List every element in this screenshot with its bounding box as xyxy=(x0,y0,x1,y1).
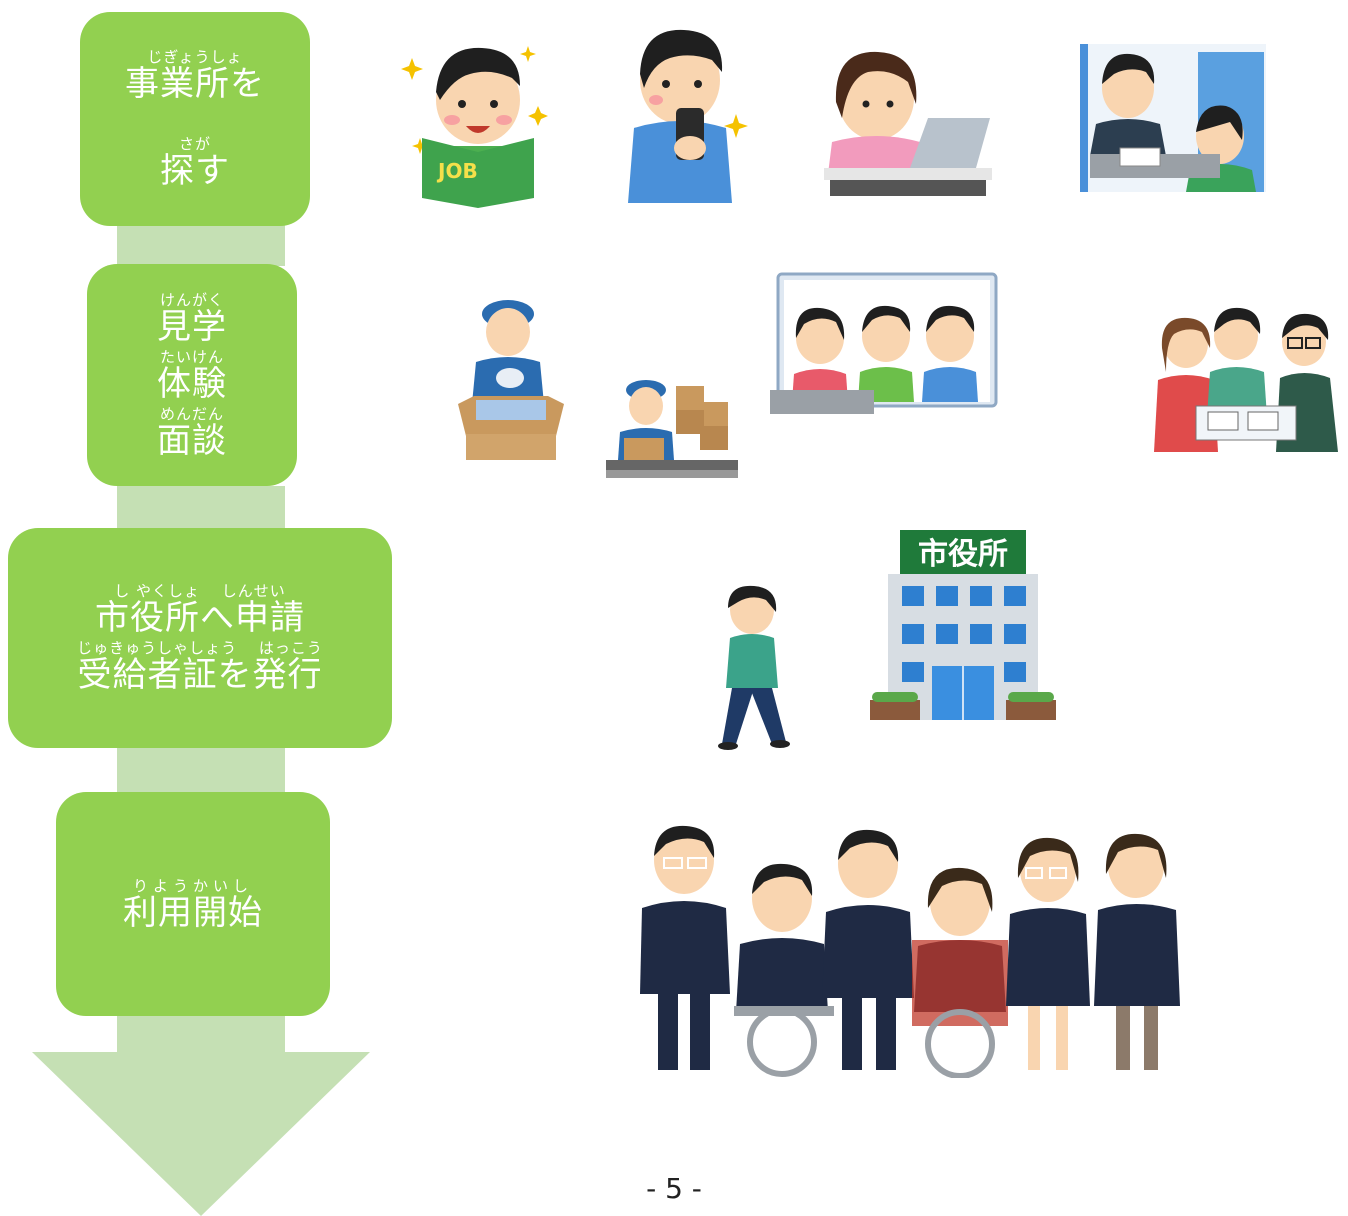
step-2-line-3: めんだん 面談 xyxy=(157,404,227,461)
step-3-line-1: し やくしょ しんせい 市役所へ申請 xyxy=(95,582,305,638)
step-2-text: 見学 xyxy=(157,306,227,347)
step-visit-trial-interview: けんがく 見学 たいけん 体験 めんだん 面談 xyxy=(87,264,297,486)
city-hall-building-illustration: 市役所 xyxy=(870,530,1056,720)
step-2-line-1: けんがく 見学 xyxy=(157,290,227,347)
step-1-text: 事業所を xyxy=(125,64,265,104)
step-1-text: 探す xyxy=(160,151,230,191)
step-2-text: 面談 xyxy=(157,420,227,461)
worker-with-boxes-conveyor-illustration xyxy=(606,380,738,478)
down-arrow-icon xyxy=(32,1052,370,1216)
furigana: たいけん xyxy=(159,347,224,366)
step-2-text: 体験 xyxy=(157,363,227,404)
furigana: さが xyxy=(178,135,211,153)
step-3-text: 受給者証を発行 xyxy=(77,655,323,695)
furigana: めんだん xyxy=(159,404,224,423)
connector-1 xyxy=(117,224,285,266)
group-of-employees-illustration xyxy=(640,825,1180,1078)
group-meeting-illustration xyxy=(1154,307,1338,452)
woman-with-laptop-illustration xyxy=(824,51,992,196)
online-interview-screen-illustration xyxy=(770,272,998,414)
furigana: けんがく xyxy=(159,290,224,309)
step-3-text: 市役所へ申請 xyxy=(95,598,305,638)
step-1-line-2: さが 探す xyxy=(160,135,230,191)
worker-packing-box-illustration xyxy=(458,300,564,460)
step-1-line-1: じぎょうしょ 事業所を xyxy=(125,48,265,104)
step-3-line-2: じゅきゅうしゃしょう はっこう 受給者証を発行 xyxy=(77,639,323,695)
step-find-office: じぎょうしょ 事業所を さが 探す xyxy=(80,12,310,226)
step-start-use: りようかいし 利用開始 xyxy=(56,792,330,1016)
furigana: し やくしょ しんせい xyxy=(114,582,286,600)
job-counter-consultation-illustration xyxy=(1080,44,1266,192)
city-hall-sign: 市役所 xyxy=(918,537,1008,572)
person-with-smartphone-illustration xyxy=(628,29,748,203)
step-apply-city-hall: し やくしょ しんせい 市役所へ申請 じゅきゅうしゃしょう はっこう 受給者証を… xyxy=(8,528,392,748)
furigana: りようかいし xyxy=(132,876,253,895)
step-2-line-2: たいけん 体験 xyxy=(157,347,227,404)
book-label: JOB xyxy=(436,159,478,183)
step-4-text: 利用開始 xyxy=(123,892,263,933)
step-4-line-1: りようかいし 利用開始 xyxy=(123,876,263,933)
connector-4 xyxy=(117,1016,285,1056)
connector-3 xyxy=(117,748,285,792)
furigana: じぎょうしょ xyxy=(147,48,243,66)
person-reading-job-book-illustration: JOB xyxy=(401,46,548,208)
connector-2 xyxy=(117,486,285,528)
page-number: - 5 - xyxy=(646,1172,702,1205)
walking-person-illustration xyxy=(718,585,790,750)
furigana: じゅきゅうしゃしょう はっこう xyxy=(77,639,323,657)
